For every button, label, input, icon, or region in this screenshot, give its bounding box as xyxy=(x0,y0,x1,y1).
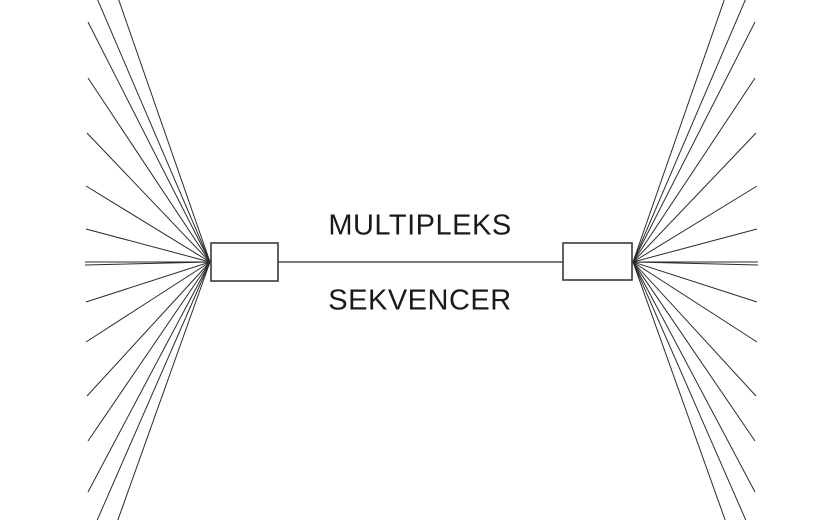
right-fan-line-1 xyxy=(632,0,746,263)
left-fan-line-1 xyxy=(97,0,211,263)
left-fan-line-5 xyxy=(86,132,211,263)
right-fan-line-13 xyxy=(632,261,756,442)
right-fan-line-7 xyxy=(632,228,758,263)
left-fan-line-7 xyxy=(85,228,211,263)
multipleks-label: MULTIPLEKS xyxy=(328,210,511,242)
right-fan-line-4 xyxy=(632,77,756,263)
right-fan-line-2 xyxy=(632,0,725,263)
right-fan-line-3 xyxy=(632,21,756,263)
left-fan-line-10 xyxy=(85,261,211,303)
right-fan-line-5 xyxy=(632,132,757,263)
right-fan-line-10 xyxy=(632,261,758,303)
left-fan-line-9 xyxy=(84,261,211,266)
right-fan-line-9 xyxy=(632,261,759,266)
left-fan-line-2 xyxy=(118,0,211,263)
right-demultiplexer-box[interactable] xyxy=(562,242,633,281)
left-fan-line-13 xyxy=(87,261,211,442)
left-fan-line-4 xyxy=(87,77,211,263)
left-fan xyxy=(84,0,211,520)
left-fan-line-16 xyxy=(96,261,211,520)
left-fan-line-14 xyxy=(87,261,211,493)
left-fan-line-11 xyxy=(85,261,211,343)
left-fan-line-6 xyxy=(85,185,211,263)
right-fan-line-15 xyxy=(632,261,726,520)
right-fan-line-11 xyxy=(632,261,758,343)
left-fan-line-12 xyxy=(86,261,211,397)
right-fan xyxy=(632,0,759,520)
right-fan-line-14 xyxy=(632,261,756,493)
left-fan-line-15 xyxy=(117,261,211,520)
right-fan-line-12 xyxy=(632,261,757,397)
right-fan-line-16 xyxy=(632,261,747,520)
right-fan-line-6 xyxy=(632,185,758,263)
left-fan-line-3 xyxy=(87,21,211,263)
left-multiplexer-box[interactable] xyxy=(210,242,279,282)
sekvencer-label: SEKVENCER xyxy=(328,285,511,317)
